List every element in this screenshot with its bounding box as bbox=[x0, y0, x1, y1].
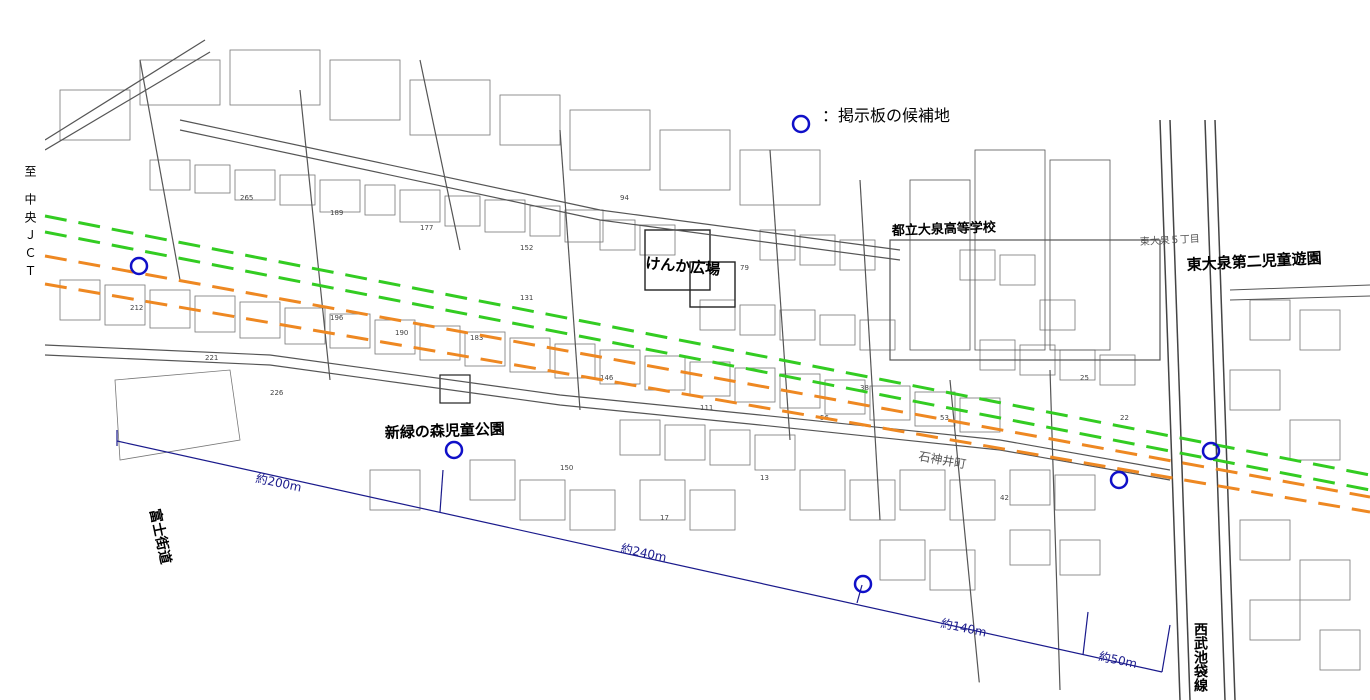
candidate-markers bbox=[129, 114, 1221, 594]
svg-text:94: 94 bbox=[620, 194, 629, 202]
svg-text:265: 265 bbox=[240, 194, 253, 202]
distance-label-50: 約50m bbox=[1097, 648, 1138, 671]
label-seibu-line: 西武池袋線 bbox=[1192, 622, 1209, 693]
candidate-marker-2[interactable] bbox=[444, 440, 464, 460]
dimension-tick-3 bbox=[856, 584, 863, 604]
legend-marker-icon bbox=[791, 114, 811, 134]
streets bbox=[45, 39, 1171, 691]
dimension-tick-5 bbox=[1161, 624, 1171, 673]
svg-text:17: 17 bbox=[660, 514, 669, 522]
candidate-marker-4[interactable] bbox=[1109, 470, 1129, 490]
svg-text:183: 183 bbox=[470, 334, 483, 342]
dimension-baseline bbox=[116, 440, 1163, 673]
svg-text:177: 177 bbox=[420, 224, 433, 232]
label-fuji-kaido: 富士街道 bbox=[146, 507, 174, 565]
legend-text: ：掲示板の候補地 bbox=[822, 106, 951, 125]
label-playground: 東大泉第二児童遊園 bbox=[1186, 249, 1322, 274]
label-higashioizumi-5: 東大泉５丁目 bbox=[1139, 232, 1200, 248]
svg-text:131: 131 bbox=[520, 294, 533, 302]
svg-text:226: 226 bbox=[270, 389, 284, 397]
svg-text:53: 53 bbox=[940, 414, 949, 422]
label-shinryoku-park: 新緑の森児童公園 bbox=[385, 420, 506, 442]
label-direction-jct: 至 中央ＪＣＴ bbox=[23, 165, 37, 283]
distance-dimension bbox=[116, 430, 1171, 673]
orange-route-line-lower bbox=[44, 282, 1370, 514]
svg-text:196: 196 bbox=[330, 314, 344, 322]
dimension-tick-2 bbox=[439, 469, 444, 513]
label-school: 都立大泉高等学校 bbox=[891, 219, 997, 239]
svg-text:111: 111 bbox=[700, 404, 713, 412]
candidate-marker-1[interactable] bbox=[129, 256, 149, 276]
candidate-marker-3[interactable] bbox=[853, 574, 873, 594]
orange-route-line-upper bbox=[44, 254, 1370, 499]
candidate-marker-5[interactable] bbox=[1201, 441, 1221, 461]
svg-text:152: 152 bbox=[520, 244, 533, 252]
railway bbox=[1159, 119, 1370, 700]
distance-label-200: 約200m bbox=[254, 470, 303, 494]
svg-text:25: 25 bbox=[1080, 374, 1089, 382]
green-route-line-upper bbox=[44, 214, 1370, 477]
city-blocks bbox=[59, 49, 1361, 671]
svg-text:42: 42 bbox=[1000, 494, 1009, 502]
svg-text:146: 146 bbox=[600, 374, 614, 382]
label-ishigami-town: 石神井町 bbox=[917, 449, 967, 471]
svg-text:150: 150 bbox=[560, 464, 573, 472]
route-lines bbox=[44, 214, 1370, 514]
svg-text:212: 212 bbox=[130, 304, 143, 312]
svg-text:189: 189 bbox=[330, 209, 343, 217]
distance-label-140: 約140m bbox=[939, 615, 988, 639]
svg-text:22: 22 bbox=[1120, 414, 1129, 422]
distance-label-240: 約240m bbox=[619, 540, 668, 564]
svg-text:38: 38 bbox=[860, 384, 869, 392]
green-route-line-lower bbox=[44, 230, 1370, 492]
svg-text:221: 221 bbox=[205, 354, 218, 362]
svg-text:13: 13 bbox=[760, 474, 769, 482]
svg-text:190: 190 bbox=[395, 329, 408, 337]
svg-text:79: 79 bbox=[740, 264, 749, 272]
dimension-tick-4 bbox=[1082, 611, 1089, 656]
